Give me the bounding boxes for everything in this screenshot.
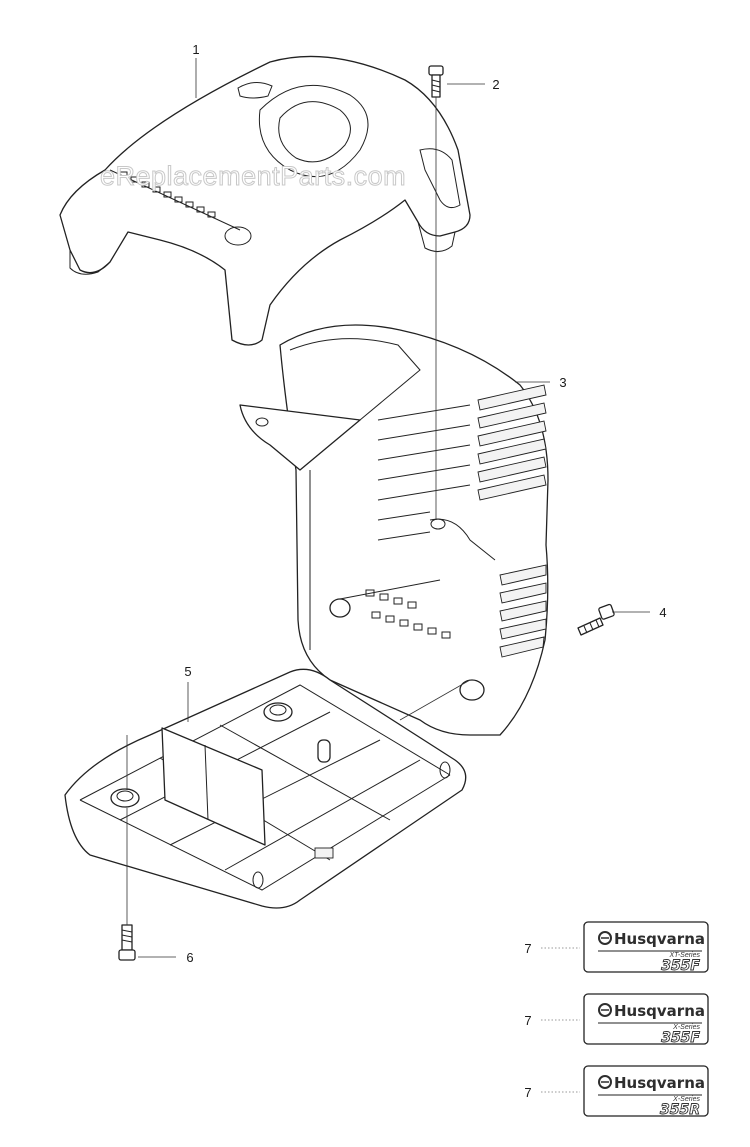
part-screw-top[interactable] (428, 65, 444, 98)
watermark: eReplacementParts.com (100, 161, 406, 191)
callout-2: 2 (492, 77, 499, 92)
husqvarna-crown-icon (598, 931, 612, 945)
shroud-base-slots (365, 589, 451, 639)
husqvarna-crown-icon (598, 1075, 612, 1089)
part-screw-side[interactable] (577, 603, 615, 636)
decal-model: 355R (660, 1102, 700, 1118)
decal-model: 355F (661, 1030, 700, 1046)
decal-series: X-Series (672, 1024, 700, 1031)
decal-series: X-Series (672, 1096, 700, 1103)
leader-lines (138, 58, 650, 1093)
top-cover-slots (119, 171, 216, 218)
callout-7c: 7 (524, 1085, 531, 1100)
part-screw-bottom[interactable] (118, 924, 136, 961)
part-top-cover[interactable] (59, 55, 471, 346)
callout-6: 6 (186, 950, 193, 965)
shroud-cooling-fins (477, 384, 547, 658)
husqvarna-crown-icon (598, 1003, 612, 1017)
callout-3: 3 (559, 375, 566, 390)
callout-7a: 7 (524, 941, 531, 956)
decal-xt-series-355f[interactable]: Husqvarna XT-Series 355F (583, 921, 709, 974)
shroud-inner-ribs (377, 404, 471, 541)
decal-x-series-355r[interactable]: Husqvarna X-Series 355R (583, 1065, 709, 1118)
decal-model: 355F (661, 958, 700, 974)
decal-brand: Husqvarna (614, 1074, 705, 1092)
assembly-guide-lines (126, 97, 471, 925)
callout-1: 1 (192, 42, 199, 57)
part-cylinder-shroud[interactable] (239, 324, 549, 736)
decal-series: XT-Series (669, 952, 701, 959)
part-bottom-plate[interactable] (64, 668, 467, 909)
callout-5: 5 (184, 664, 191, 679)
callout-4: 4 (659, 605, 666, 620)
decal-brand: Husqvarna (614, 1002, 705, 1020)
decal-brand: Husqvarna (614, 930, 705, 948)
callout-labels: 1 2 3 4 5 6 7 7 7 (184, 42, 666, 1100)
decal-x-series-355f[interactable]: Husqvarna X-Series 355F (583, 993, 709, 1046)
callout-7b: 7 (524, 1013, 531, 1028)
